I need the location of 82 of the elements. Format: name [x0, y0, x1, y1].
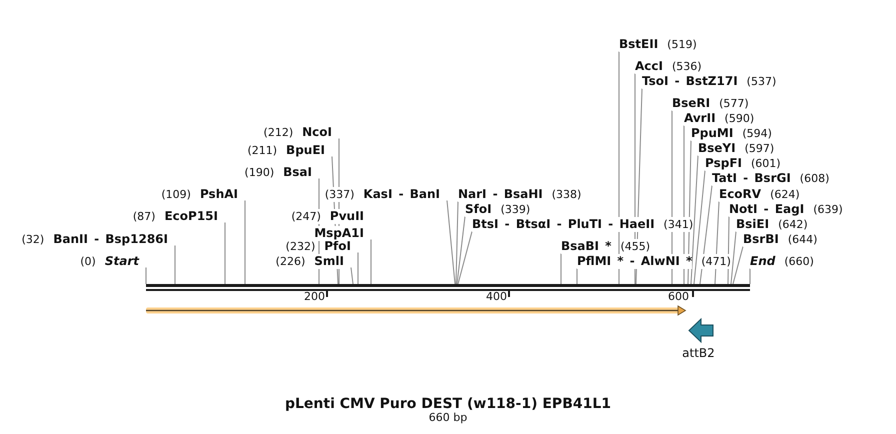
enzyme-name: AccI	[635, 58, 663, 74]
scale-label: 600	[668, 290, 689, 304]
site-position: (338)	[552, 186, 582, 202]
leader-line	[174, 245, 176, 284]
site-position: (190)	[244, 164, 274, 180]
site-position: (232)	[286, 238, 316, 254]
leader-line	[576, 268, 578, 284]
feature-label: attB2	[682, 346, 715, 360]
site-position: (212)	[264, 124, 294, 140]
sequence-end-label: Start	[104, 254, 139, 268]
site-position: (0)	[80, 254, 96, 268]
leader-line	[456, 216, 466, 284]
enzyme-name: EcoP15I	[164, 208, 218, 224]
site-position: (537)	[746, 74, 776, 88]
enzyme-name: PflMI * - AlwNI *	[577, 254, 692, 268]
enzyme-name: BseYI	[698, 140, 736, 156]
site-position: (594)	[742, 126, 772, 140]
enzyme-name: PspFI	[705, 156, 742, 170]
leader-line	[244, 200, 246, 284]
leader-line	[730, 231, 736, 284]
site-position: (642)	[778, 216, 808, 232]
enzyme-name: KasI - BanI	[363, 186, 440, 202]
enzyme-name: NotI - EagI	[729, 202, 804, 216]
sequence-length: 660 bp	[428, 411, 468, 425]
site-position: (519)	[667, 36, 697, 52]
scale-label: 400	[486, 290, 507, 304]
enzyme-name: BpuEI	[286, 142, 325, 158]
enzyme-name: BsaI	[283, 164, 312, 180]
site-position: (644)	[788, 232, 818, 246]
enzyme-name: NcoI	[302, 124, 332, 140]
site-position: (109)	[161, 186, 191, 202]
site-position: (211)	[247, 142, 278, 158]
leader-line	[694, 170, 706, 284]
enzyme-name: PshAI	[200, 186, 238, 202]
site-position: (455)	[620, 238, 650, 254]
site-position: (247)	[291, 208, 321, 224]
enzyme-name: TsoI - BstZ17I	[642, 74, 738, 88]
site-position: (226)	[276, 254, 306, 268]
site-position: (590)	[724, 110, 754, 126]
site-position: (597)	[744, 140, 774, 156]
leader-line	[224, 222, 226, 284]
site-position: (624)	[770, 186, 800, 202]
enzyme-name: NarI - BsaHI	[458, 186, 543, 202]
enzyme-name: BtsI - BtsαI - PluTI - HaeII	[472, 216, 655, 232]
enzyme-name: BsrBI	[743, 232, 779, 246]
leader-line	[456, 201, 458, 284]
leader-line	[458, 231, 472, 284]
enzyme-name: PvuII	[330, 208, 364, 224]
sequence-backbone	[146, 284, 750, 291]
map-title: pLenti CMV Puro DEST (w118-1) EPB41L1	[284, 395, 612, 412]
enzyme-name: EcoRV	[719, 186, 762, 202]
site-position: (341)	[664, 216, 694, 232]
leader-line	[350, 267, 354, 284]
scale-label: 200	[304, 290, 325, 304]
enzyme-name: BanII - Bsp1286I	[53, 232, 168, 246]
site-position: (339)	[500, 202, 530, 216]
enzyme-name: SfoI	[465, 202, 492, 216]
enzyme-name: BstEII	[619, 36, 658, 52]
site-position: (536)	[672, 58, 702, 74]
leader-line	[446, 200, 456, 284]
site-position: (577)	[719, 96, 749, 110]
sequence-end-label: End	[750, 254, 776, 268]
enzyme-name: MspA1I	[314, 226, 364, 240]
leader-line	[690, 155, 698, 284]
leader-line	[618, 51, 620, 284]
enzyme-name: PpuMI	[691, 126, 734, 140]
site-position: (608)	[800, 170, 830, 186]
leader-line	[370, 239, 372, 284]
enzyme-name: SmlI	[314, 254, 344, 268]
enzyme-name: TatI - BsrGI	[712, 170, 791, 186]
site-position: (337)	[324, 186, 354, 202]
enzyme-name: BsiEI	[736, 216, 770, 232]
site-position: (471)	[701, 254, 731, 268]
enzyme-name: BsaBI *	[561, 238, 612, 254]
site-position: (32)	[22, 232, 44, 246]
site-position: (660)	[784, 254, 814, 268]
leader-line	[732, 246, 744, 284]
enzyme-name: BseRI	[672, 96, 710, 110]
leader-line	[560, 253, 562, 284]
site-position: (639)	[813, 202, 843, 216]
site-position: (87)	[132, 208, 156, 224]
site-position: (601)	[750, 156, 781, 170]
